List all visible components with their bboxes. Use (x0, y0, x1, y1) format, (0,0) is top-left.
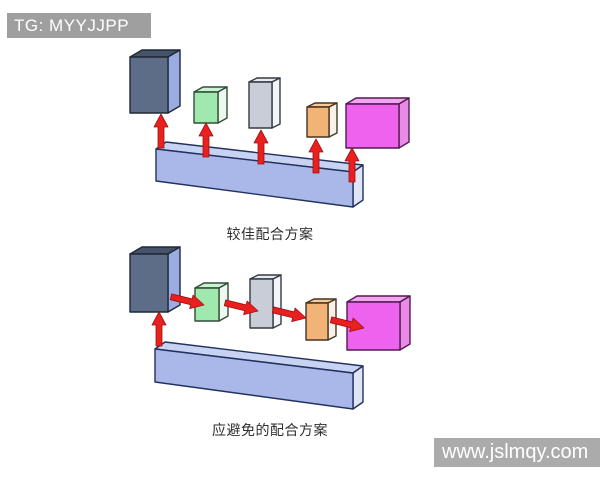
watermark-bottom-badge: www.jslmqy.com (434, 438, 600, 467)
caption-avoid-scheme: 应避免的配合方案 (212, 422, 328, 438)
block-green-front-face (194, 287, 220, 322)
block-orange-side-face (328, 102, 338, 138)
block-gray-good (248, 77, 281, 129)
block-gray-avoid (249, 274, 282, 329)
base-bar-end-face (352, 365, 364, 410)
block-dark-front-face (129, 56, 169, 114)
block-green-good (193, 86, 228, 124)
watermark-top-badge: TG: MYYJJPP (7, 13, 151, 38)
block-green-side-face (217, 86, 228, 124)
block-gray-front-face (249, 278, 274, 329)
block-dark-good (129, 49, 181, 114)
block-magenta-side-face (398, 97, 410, 149)
block-dark-avoid (129, 246, 181, 313)
block-green-front-face (193, 91, 219, 124)
block-magenta-avoid (346, 295, 411, 351)
base-bar-front-face (155, 148, 354, 208)
block-magenta-good (345, 97, 410, 149)
block-gray-side-face (272, 274, 282, 329)
block-dark-side-face (167, 246, 181, 313)
base-bar-avoid (154, 341, 364, 410)
block-gray-side-face (271, 77, 281, 129)
base-bar-front-face (154, 348, 354, 410)
block-green-avoid (194, 282, 229, 322)
block-magenta-side-face (399, 295, 411, 351)
diagram-good-scheme (129, 49, 410, 208)
block-magenta-front-face (346, 301, 401, 351)
block-dark-front-face (129, 253, 169, 313)
block-magenta-front-face (345, 103, 400, 149)
block-orange-avoid (305, 298, 337, 341)
caption-good-scheme: 较佳配合方案 (226, 226, 314, 242)
diagram-avoid-scheme (129, 246, 411, 410)
block-dark-side-face (167, 49, 181, 114)
block-orange-front-face (305, 302, 329, 341)
block-orange-front-face (306, 106, 330, 138)
block-gray-front-face (248, 81, 273, 129)
up-arrow-to-dark (151, 311, 167, 347)
block-orange-good (306, 102, 338, 138)
